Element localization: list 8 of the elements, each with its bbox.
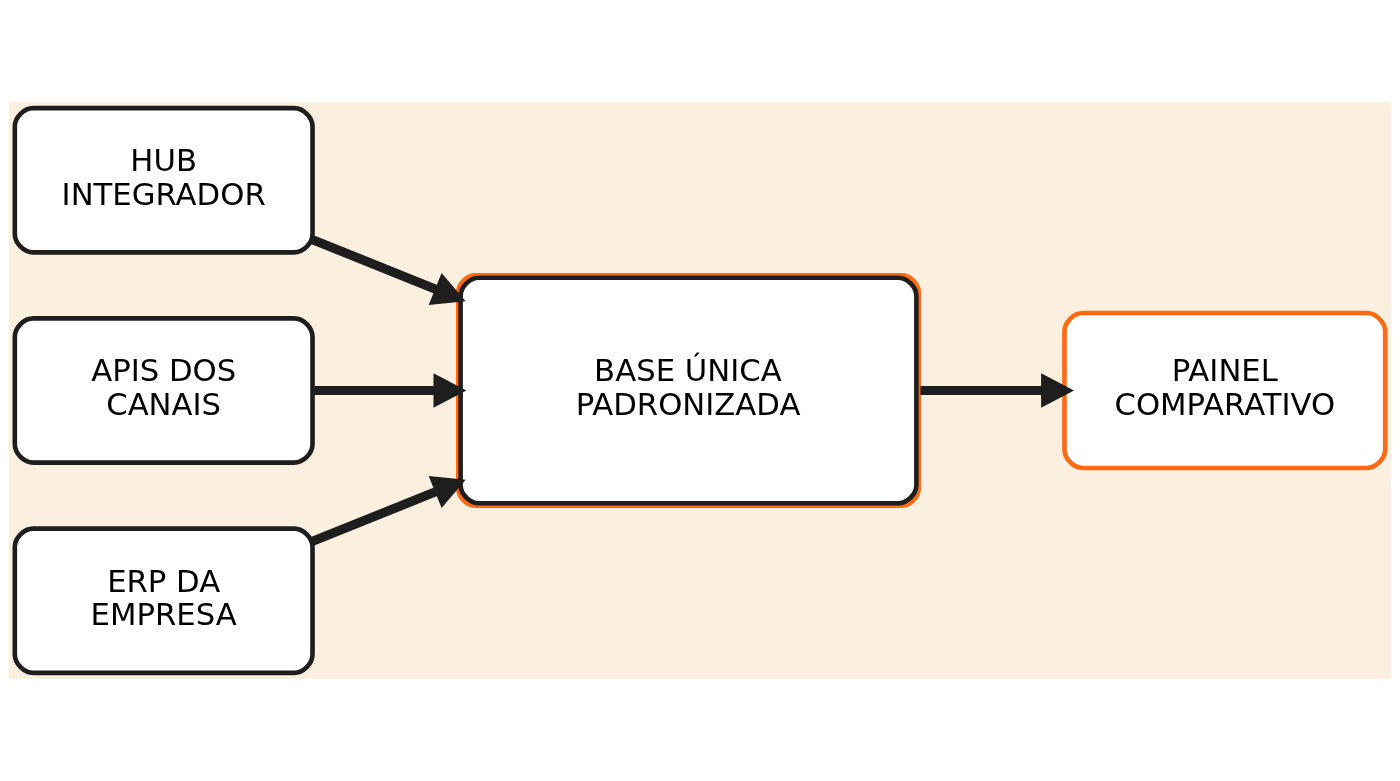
arrow xyxy=(920,373,1074,408)
node-box: PAINEL COMPARATIVO xyxy=(1062,310,1388,471)
node-box: APIS DOS CANAIS xyxy=(12,316,315,465)
arrow xyxy=(312,373,467,408)
arrow xyxy=(310,475,466,546)
node-box: HUB INTEGRADOR xyxy=(12,105,315,255)
node-box: ERP DA EMPRESA xyxy=(12,526,315,676)
arrow xyxy=(310,235,466,306)
